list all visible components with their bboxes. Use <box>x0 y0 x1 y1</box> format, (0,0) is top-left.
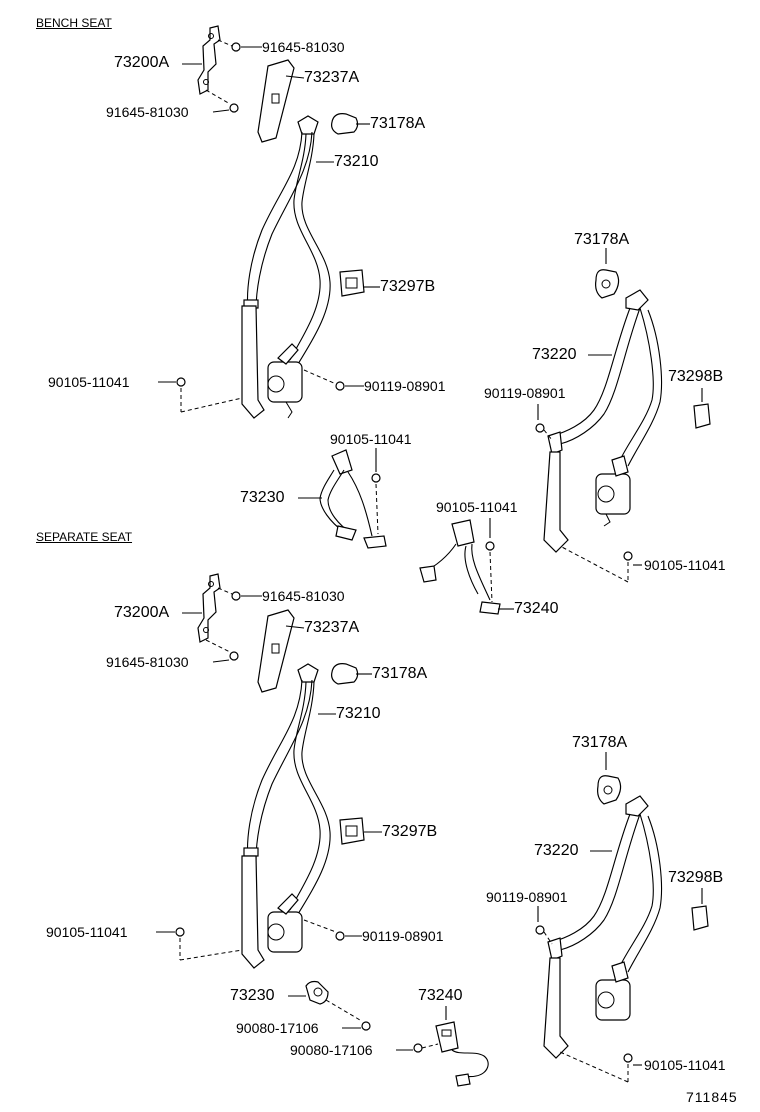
part-label: 73210 <box>336 705 381 722</box>
bracket-73200a-bench <box>197 25 221 95</box>
part-label: 73220 <box>532 346 577 363</box>
part-label: 73200A <box>114 604 170 621</box>
part-label: 90105-11041 <box>436 499 518 515</box>
part-label: 91645-81030 <box>262 588 345 604</box>
belt-73220-bench <box>543 269 662 553</box>
bolt-91645-bot-bench <box>229 103 239 113</box>
illustration-number: 711845 <box>686 1089 738 1105</box>
part-label: 90105-11041 <box>46 924 128 940</box>
belt-73210-bench <box>241 115 331 419</box>
part-label: 73178A <box>372 665 428 682</box>
part-label: 90119-08901 <box>484 385 566 401</box>
part-label: 73200A <box>114 54 170 71</box>
section-title-bench-seat: BENCH SEAT <box>36 16 112 30</box>
part-label: 73178A <box>574 231 630 248</box>
belt-73210-separate <box>241 663 331 969</box>
bolt-90105-73230-bench <box>371 473 381 483</box>
part-label: 90105-11041 <box>48 374 130 390</box>
part-label: 73298B <box>668 869 724 886</box>
part-label: 73230 <box>240 489 285 506</box>
bolt-91645-top-bench <box>231 42 241 52</box>
part-label: 90080-17106 <box>236 1020 319 1036</box>
clip-73178a-left-separate <box>331 663 359 685</box>
bolt-90119-right-bench <box>535 423 545 433</box>
part-label: 73240 <box>514 600 559 617</box>
bolt-90105-right-bench <box>623 551 633 561</box>
bolt-90105-left-separate <box>175 927 185 937</box>
tongue-73298b-separate <box>691 905 709 931</box>
bolt-90119-right-separate <box>535 925 545 935</box>
part-label: 73240 <box>418 987 463 1004</box>
tongue-73297b-separate <box>339 817 365 845</box>
part-label: 90119-08901 <box>362 928 444 944</box>
part-label: 73178A <box>572 734 628 751</box>
buckle-73230-bench <box>319 449 387 549</box>
part-label: 73237A <box>304 69 360 86</box>
tongue-73298b-bench <box>693 403 711 429</box>
nut-90080-a-separate <box>361 1021 371 1031</box>
section-title-separate-seat: SEPARATE SEAT <box>36 530 133 544</box>
cover-73237a-separate <box>257 609 295 693</box>
part-label: 90105-11041 <box>644 557 726 573</box>
part-label: 90119-08901 <box>486 889 568 905</box>
cover-73237a-bench <box>257 59 295 143</box>
bolt-90119-left-separate <box>335 931 345 941</box>
part-label: 73178A <box>370 115 426 132</box>
part-label: 91645-81030 <box>106 654 189 670</box>
bolt-91645-top-separate <box>231 591 241 601</box>
part-label: 90119-08901 <box>364 378 446 394</box>
part-label: 73298B <box>668 368 724 385</box>
buckle-73240-separate <box>435 1021 489 1087</box>
buckle-73230-separate <box>305 980 329 1005</box>
part-label: 90105-11041 <box>644 1057 726 1073</box>
bolt-90105-right-separate <box>623 1053 633 1063</box>
part-label: 73230 <box>230 987 275 1004</box>
bolt-90105-73240-bench <box>485 541 495 551</box>
part-label: 90105-11041 <box>330 431 412 447</box>
bracket-73200a-separate <box>197 573 221 643</box>
belt-73220-separate <box>543 775 662 1059</box>
part-label: 91645-81030 <box>262 39 345 55</box>
bolt-90105-left-bench <box>176 377 186 387</box>
part-label: 91645-81030 <box>106 104 189 120</box>
part-label: 73297B <box>380 278 436 295</box>
part-label: 73297B <box>382 823 438 840</box>
nut-90080-b-separate <box>413 1043 423 1053</box>
part-label: 90080-17106 <box>290 1042 373 1058</box>
part-label: 73220 <box>534 842 579 859</box>
part-label: 73210 <box>334 153 379 170</box>
clip-73178a-left-bench <box>331 113 359 135</box>
bolt-90119-left-bench <box>335 381 345 391</box>
part-label: 73237A <box>304 619 360 636</box>
tongue-73297b-bench <box>339 269 365 297</box>
bolt-91645-bot-separate <box>229 651 239 661</box>
buckle-73240-bench <box>419 519 501 615</box>
